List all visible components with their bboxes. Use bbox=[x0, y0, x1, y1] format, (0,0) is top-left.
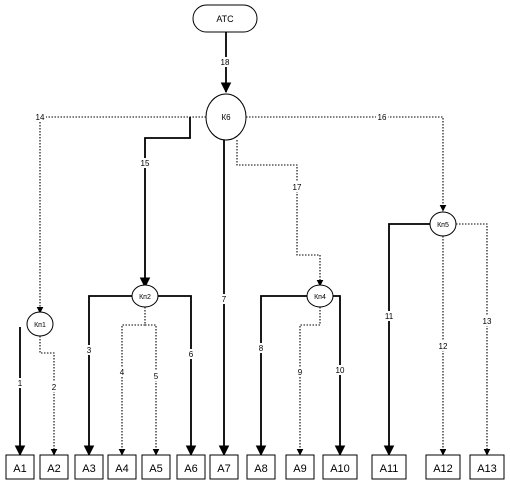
node-kp4[interactable]: Кп4 bbox=[306, 284, 334, 308]
label-6: 6 bbox=[189, 350, 194, 359]
link-4 bbox=[118, 307, 146, 456]
label-13: 13 bbox=[483, 317, 492, 326]
label-14: 14 bbox=[36, 113, 45, 122]
link-6 bbox=[158, 295, 197, 457]
link-10 bbox=[333, 295, 346, 457]
terminal-a8-label: A8 bbox=[254, 463, 267, 475]
link-8 bbox=[255, 295, 307, 457]
terminal-a1-label: A1 bbox=[13, 463, 26, 475]
terminal-a8[interactable]: A8 bbox=[246, 454, 276, 480]
node-ats-label: ATC bbox=[216, 14, 234, 24]
link-13 bbox=[456, 223, 491, 456]
label-10: 10 bbox=[336, 366, 345, 375]
link-11 bbox=[383, 223, 430, 457]
terminal-a7-label: A7 bbox=[217, 463, 230, 475]
terminal-a4-label: A4 bbox=[115, 463, 128, 475]
terminal-a10-label: A10 bbox=[330, 463, 350, 475]
link-5 bbox=[145, 324, 160, 456]
terminal-a2-label: A2 bbox=[47, 463, 60, 475]
link-17 bbox=[236, 140, 324, 287]
link-labels: 18 14 15 16 17 7 1 2 3 4 5 6 8 9 10 11 1… bbox=[15, 57, 493, 392]
node-kp4-label: Кп4 bbox=[314, 294, 326, 301]
link-3 bbox=[83, 295, 132, 457]
node-kp1[interactable]: Кп1 bbox=[26, 311, 54, 337]
terminal-a5-label: A5 bbox=[149, 463, 162, 475]
label-15: 15 bbox=[141, 159, 150, 168]
terminal-a6-label: A6 bbox=[184, 463, 197, 475]
terminal-a11-label: A11 bbox=[380, 463, 399, 475]
terminal-a3[interactable]: A3 bbox=[74, 454, 104, 480]
terminal-a11[interactable]: A11 bbox=[371, 454, 407, 480]
node-k6[interactable]: К6 bbox=[205, 93, 247, 141]
node-kp5-label: Кп5 bbox=[437, 222, 449, 229]
terminal-a6[interactable]: A6 bbox=[176, 454, 206, 480]
terminal-a9[interactable]: A9 bbox=[285, 454, 315, 480]
terminal-a12-label: A12 bbox=[433, 463, 453, 475]
terminal-a12[interactable]: A12 bbox=[425, 454, 461, 480]
label-11: 11 bbox=[385, 312, 394, 321]
label-18: 18 bbox=[221, 58, 230, 67]
label-4: 4 bbox=[120, 368, 125, 377]
node-kp1-label: Кп1 bbox=[34, 322, 46, 329]
node-ats[interactable]: ATC bbox=[192, 4, 258, 33]
terminal-a4[interactable]: A4 bbox=[107, 454, 137, 480]
terminal-a3-label: A3 bbox=[82, 463, 95, 475]
terminal-a1[interactable]: A1 bbox=[5, 454, 35, 480]
label-2: 2 bbox=[52, 383, 57, 392]
label-5: 5 bbox=[154, 372, 159, 381]
terminal-a7[interactable]: A7 bbox=[209, 454, 239, 480]
node-kp5[interactable]: Кп5 bbox=[429, 211, 457, 237]
terminal-a2[interactable]: A2 bbox=[39, 454, 69, 480]
node-kp2-label: Кп2 bbox=[139, 294, 151, 301]
node-k6-label: К6 bbox=[221, 113, 231, 122]
link-15 bbox=[139, 117, 191, 289]
terminal-a5[interactable]: A5 bbox=[141, 454, 171, 480]
terminal-a10[interactable]: A10 bbox=[322, 454, 358, 480]
terminal-a13-label: A13 bbox=[477, 463, 497, 475]
label-8: 8 bbox=[259, 344, 264, 353]
label-9: 9 bbox=[298, 368, 303, 377]
link-14 bbox=[36, 116, 206, 314]
label-1: 1 bbox=[18, 379, 23, 388]
label-3: 3 bbox=[87, 346, 92, 355]
terminal-a13[interactable]: A13 bbox=[469, 454, 505, 480]
link-9 bbox=[296, 307, 321, 456]
terminal-a9-label: A9 bbox=[293, 463, 306, 475]
link-2 bbox=[39, 336, 58, 456]
link-16 bbox=[246, 116, 447, 212]
label-12: 12 bbox=[439, 342, 448, 351]
label-16: 16 bbox=[378, 113, 387, 122]
label-7: 7 bbox=[222, 295, 227, 304]
node-kp2[interactable]: Кп2 bbox=[131, 284, 159, 308]
label-17: 17 bbox=[293, 183, 302, 192]
